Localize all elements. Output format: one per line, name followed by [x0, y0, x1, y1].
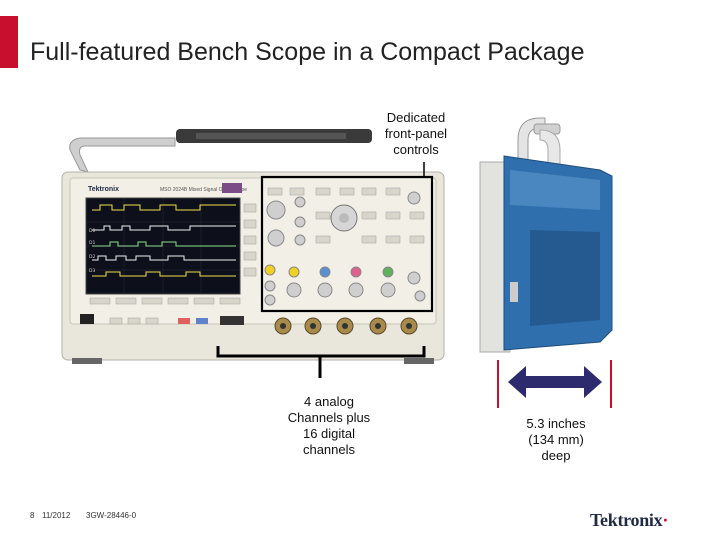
page-number: 8: [30, 511, 35, 520]
controls-highlight-box: [260, 175, 434, 313]
svg-text:D2: D2: [89, 254, 95, 260]
tektronix-logo: Tektronix·: [590, 510, 669, 530]
front-panel-controls: [264, 187, 426, 306]
footer-doc-id: 3GW-28446-0: [86, 511, 137, 520]
svg-text:D3: D3: [89, 268, 95, 274]
callout-depth: 5.3 inches (134 mm) deep: [526, 416, 586, 463]
svg-text:D1: D1: [89, 240, 95, 246]
scope-brand: Tektronix: [88, 186, 119, 193]
footer-date: 11/2012: [42, 511, 71, 520]
depth-arrow: [508, 366, 602, 398]
callout-channels: 4 analog Channels plus 16 digital channe…: [287, 394, 371, 457]
scope-model: MSO 2024B Mixed Signal Oscilloscope: [160, 187, 247, 193]
connector-bracket: [216, 346, 426, 378]
callout-front-panel-controls: Dedicated front-panel controls: [384, 110, 448, 157]
accent-bar: [0, 16, 18, 68]
svg-text:D0: D0: [89, 228, 95, 234]
slide-title: Full-featured Bench Scope in a Compact P…: [30, 38, 585, 66]
